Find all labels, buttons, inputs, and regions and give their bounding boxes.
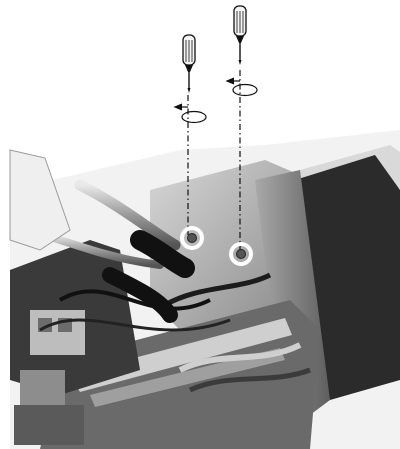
counterclockwise-rotation-icon (173, 103, 207, 124)
guide-lines (187, 70, 241, 250)
screw-highlight-right (229, 242, 253, 266)
screwdriver-icon (182, 34, 196, 93)
unit-housing (9, 130, 400, 449)
screwdriver-icon (233, 5, 247, 65)
screw-highlight-left (180, 226, 204, 250)
counterclockwise-rotation-icon (225, 77, 258, 97)
